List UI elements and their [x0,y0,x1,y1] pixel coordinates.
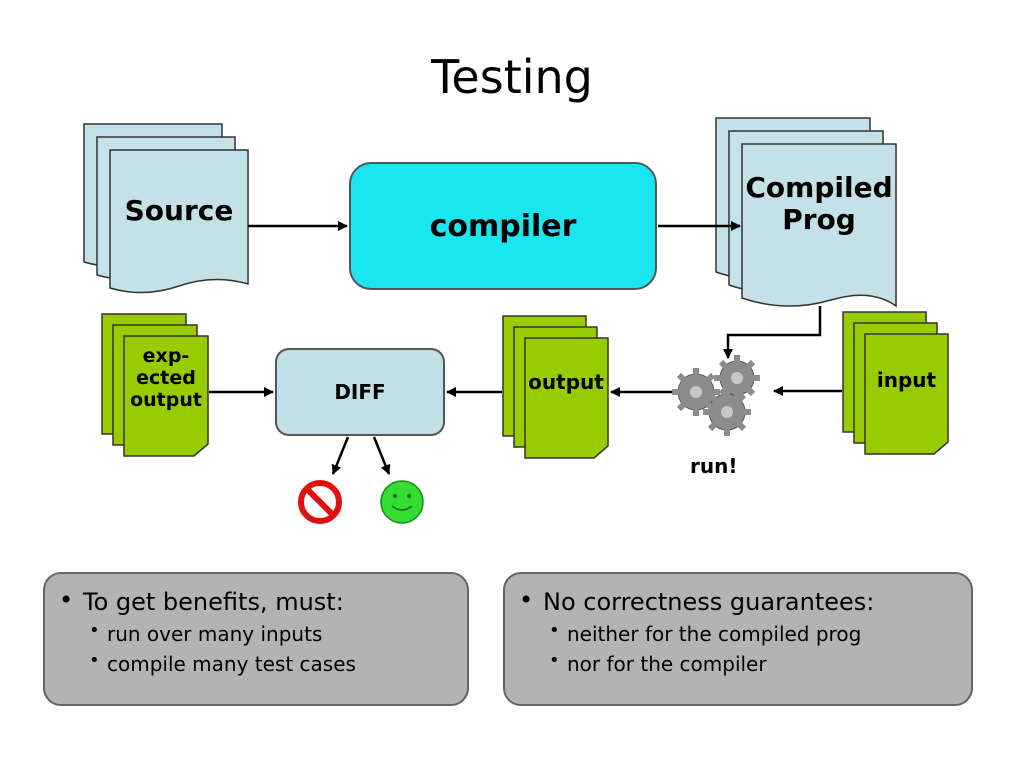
compiler-box: compiler [349,162,657,290]
expected-label-line2: ected [136,366,196,389]
expected-label-line1: exp- [142,345,190,367]
notes-left-sub-1: run over many inputs [45,620,467,646]
diff-box: DIFF [275,348,445,436]
gears-icon [672,355,760,436]
notes-left-box: To get benefits, must: run over many inp… [43,572,469,706]
output-doc-stack [502,315,609,459]
expected-label-line3: output [130,388,202,411]
no-entry-icon [298,480,342,524]
source-label: Source [124,194,234,227]
diff-label: DIFF [334,380,386,404]
source-doc-stack [83,123,249,294]
expected-output-label: exp- ected output [124,345,208,412]
slide-title: Testing [431,50,593,104]
input-label: input [876,368,937,392]
notes-right-main: No correctness guarantees: [505,586,971,616]
notes-left-sub-2: compile many test cases [45,650,467,676]
arrow-compiled-to-run [723,306,822,359]
compiled-prog-label: Compiled Prog [742,171,896,237]
compiled-label-line2: Prog [782,203,856,237]
input-doc-stack [842,311,949,455]
expected-output-doc-stack [101,313,209,457]
notes-right-box: No correctness guarantees: neither for t… [503,572,973,706]
notes-left-main: To get benefits, must: [45,586,467,616]
notes-right-sub-2: nor for the compiler [505,650,971,676]
compiled-prog-doc-stack [715,117,897,308]
run-label: run! [690,454,738,478]
compiled-label-line1: Compiled [745,171,893,204]
arrow-diff-to-fail [331,436,350,475]
compiler-label: compiler [429,208,577,244]
notes-right-sub-1: neither for the compiled prog [505,620,971,646]
output-label: output [528,370,604,394]
arrow-diff-to-pass [372,436,391,475]
smiley-icon [380,480,424,524]
